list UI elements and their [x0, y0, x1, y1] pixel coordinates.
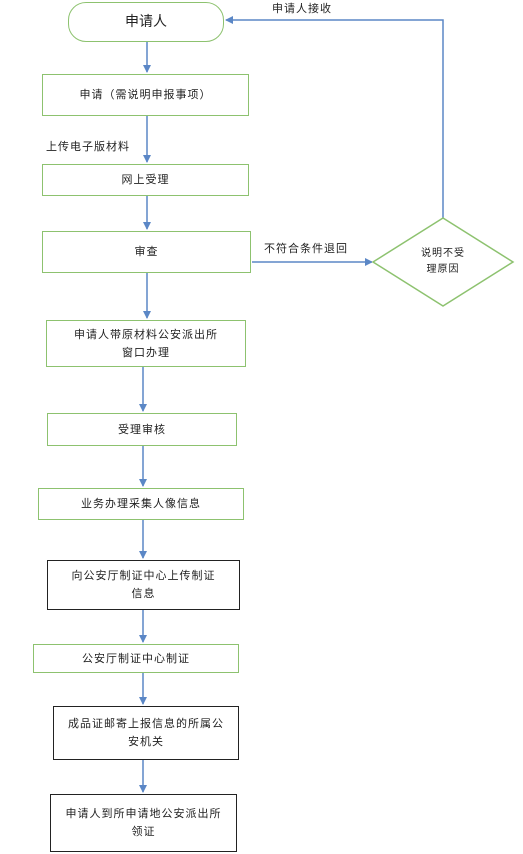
- arrow-decision-to-start: [225, 16, 444, 218]
- node-collect: 业务办理采集人像信息: [38, 488, 244, 520]
- decision-diamond: [371, 217, 515, 307]
- node-online: 网上受理: [42, 164, 249, 196]
- label-not-eligible: 不符合条件退回: [264, 242, 348, 255]
- label-upload-materials: 上传电子版材料: [46, 140, 130, 153]
- decision-text-line2: 理原因: [426, 264, 460, 275]
- decision-text-line1: 说明不受: [421, 248, 465, 259]
- node-pickup: 申请人到所申请地公安派出所领证: [50, 794, 237, 852]
- node-make-card: 公安厅制证中心制证: [33, 644, 239, 673]
- node-mail: 成品证邮寄上报信息的所属公安机关: [53, 706, 239, 760]
- node-review: 审查: [42, 231, 251, 273]
- node-start: 申请人: [68, 2, 224, 42]
- node-onsite: 申请人带原材料公安派出所窗口办理: [46, 320, 246, 367]
- decision-text: 说明不受 理原因: [403, 246, 483, 278]
- label-applicant-receive: 申请人接收: [272, 2, 332, 15]
- node-apply: 申请（需说明申报事项）: [42, 74, 249, 116]
- node-accept-review: 受理审核: [47, 413, 237, 446]
- node-upload: 向公安厅制证中心上传制证信息: [47, 560, 240, 610]
